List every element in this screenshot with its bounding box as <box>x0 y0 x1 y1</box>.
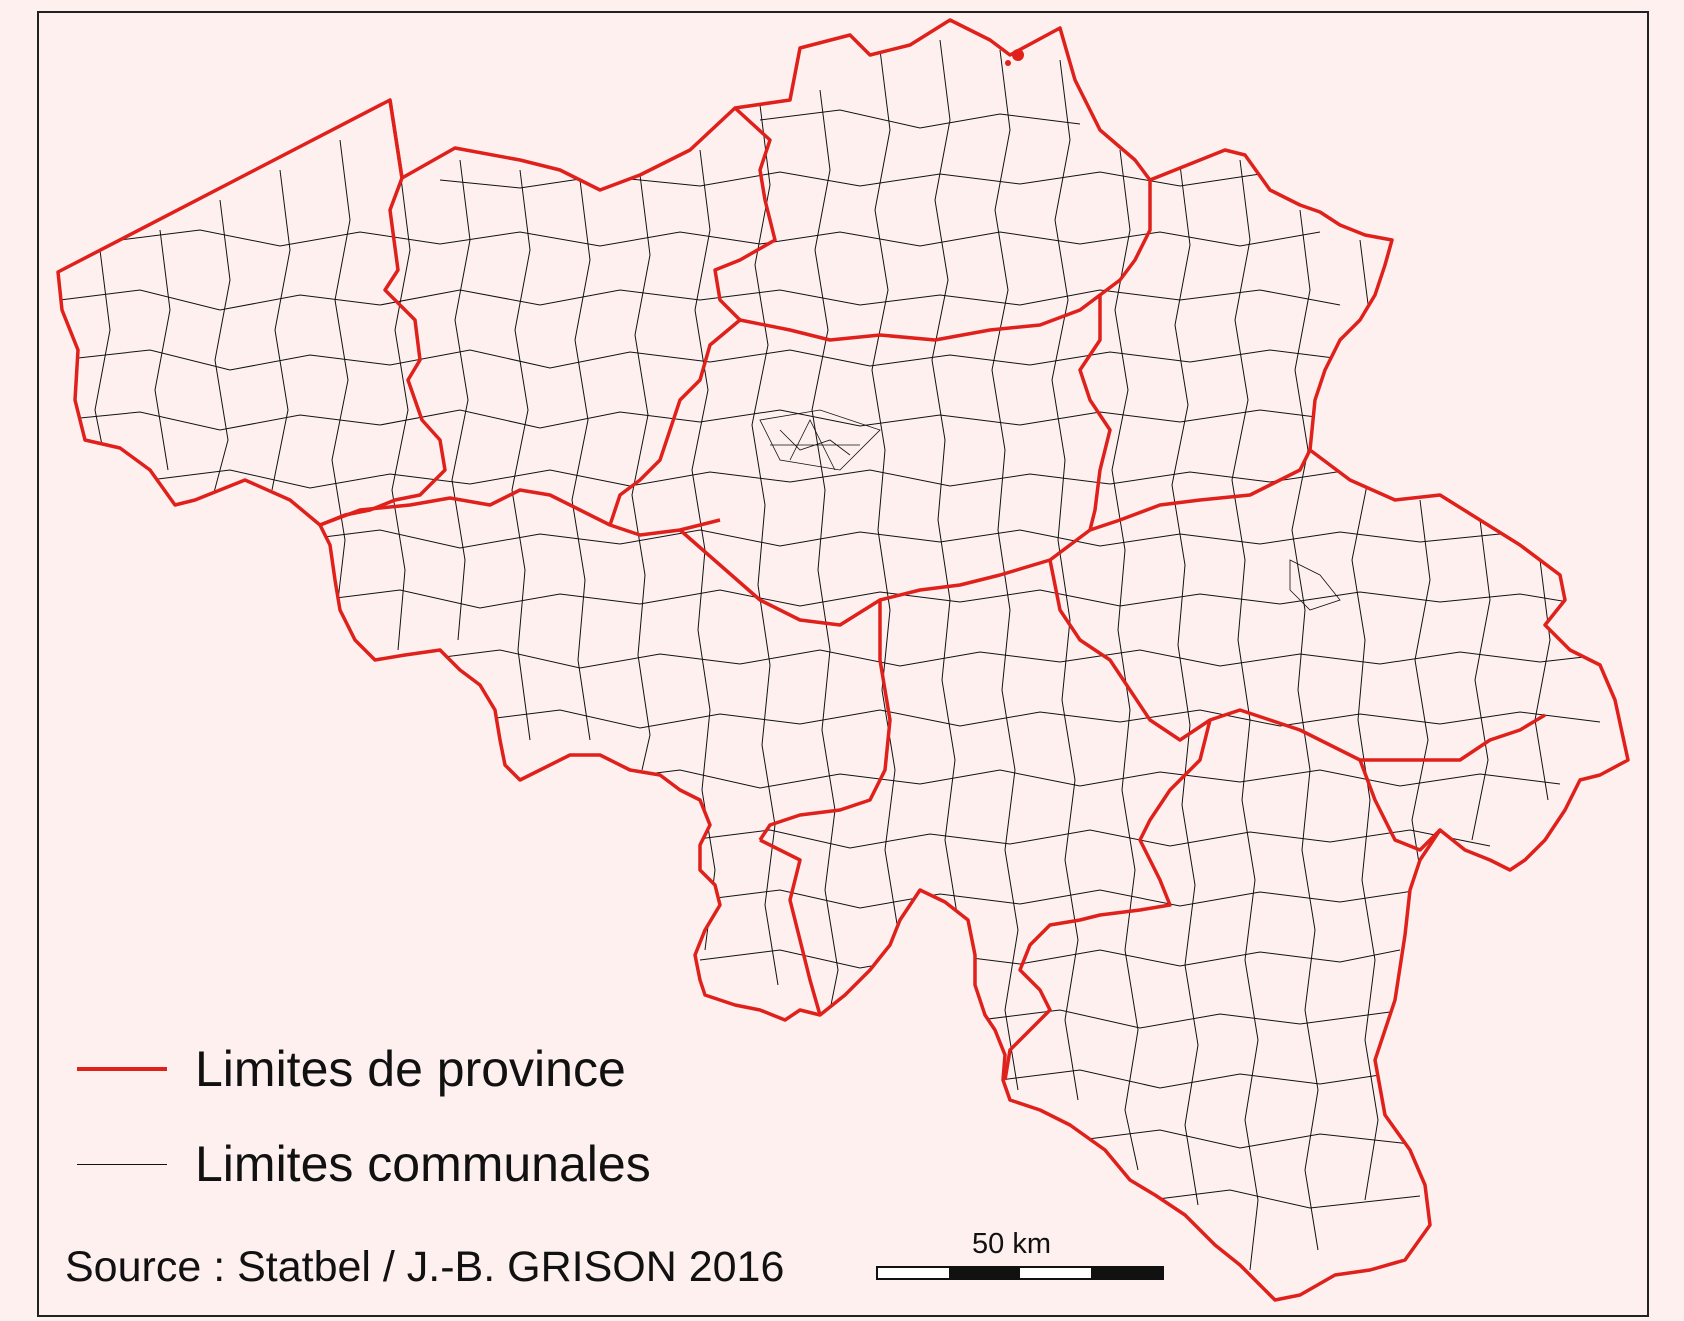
scale-bar <box>876 1266 1164 1280</box>
enclave-mark <box>1005 60 1011 66</box>
province-border-namur-liege <box>1048 559 1546 762</box>
province-border-hainaut-namur-south <box>759 838 822 1016</box>
province-border-luxembourg-namur <box>1003 719 1212 1081</box>
belgium-outline <box>56 18 1630 1302</box>
enclave-mark <box>1012 49 1024 61</box>
legend-item-province: Limites de province <box>77 1040 626 1098</box>
scale-segment <box>1091 1268 1162 1278</box>
legend-label-commune: Limites communales <box>195 1136 651 1192</box>
province-border-brabant-west <box>608 318 742 526</box>
scale-segment <box>878 1268 949 1278</box>
legend-item-commune: Limites communales <box>77 1135 651 1193</box>
source-credit: Source : Statbel / J.-B. GRISON 2016 <box>65 1243 785 1291</box>
commune-line-swatch <box>77 1163 167 1165</box>
scale-segment <box>949 1268 1020 1278</box>
province-border-namur-north <box>758 600 892 841</box>
commune-grid-a <box>59 109 1611 1209</box>
commune-grid-brussels <box>759 409 1341 611</box>
scale-segment <box>1020 1268 1091 1278</box>
province-borders <box>56 18 1630 1302</box>
province-border-limburg-west <box>1078 295 1112 531</box>
legend-label-province: Limites de province <box>195 1041 626 1097</box>
province-border-antwerp-east-flanders <box>713 106 777 322</box>
province-border-liege-limburg <box>1089 449 1312 532</box>
province-border-west-east-flanders <box>319 99 447 527</box>
province-line-swatch <box>77 1067 167 1071</box>
province-border-luxembourg-liege <box>1358 759 1442 852</box>
province-border-east-flanders-hainaut <box>319 488 721 537</box>
commune-grid-b <box>94 39 1551 1271</box>
province-border-antwerp-south <box>739 180 1152 342</box>
commune-borders <box>59 39 1611 1271</box>
scale-label: 50 km <box>972 1228 1051 1260</box>
baarle-enclaves <box>1005 49 1024 66</box>
